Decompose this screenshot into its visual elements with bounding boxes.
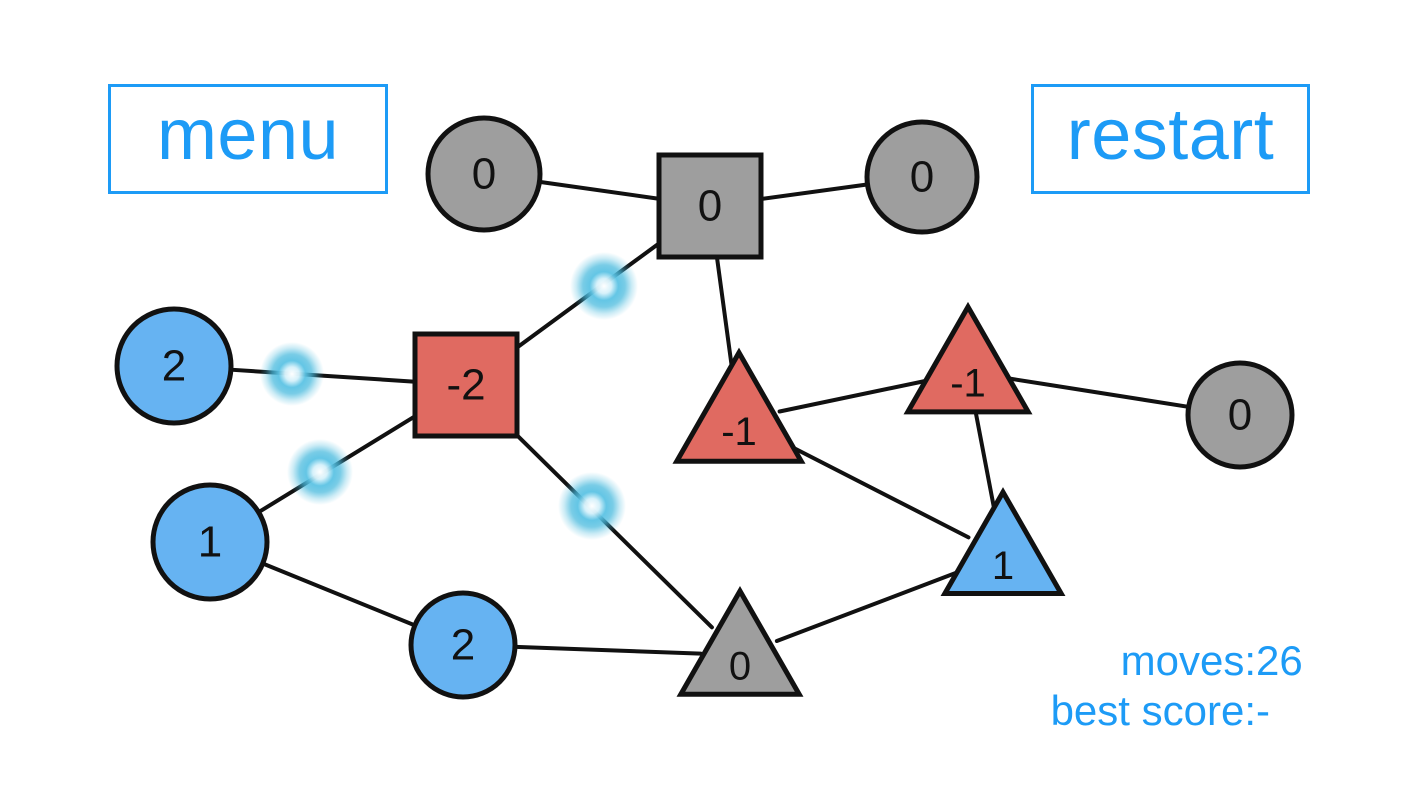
moves-row: moves: 26 (1051, 636, 1326, 686)
restart-button-label: restart (1066, 95, 1275, 175)
graph-edge (531, 179, 665, 202)
graph-node[interactable]: 2 (408, 590, 518, 700)
node-value-label: -1 (721, 410, 757, 454)
graph-edge (1005, 376, 1197, 410)
best-score-row: best score: - (1051, 686, 1326, 736)
node-value-label: 1 (198, 518, 222, 567)
node-value-label: -1 (950, 362, 986, 406)
graph-node[interactable]: 0 (656, 152, 764, 260)
orb-glow (558, 472, 626, 540)
graph-node[interactable]: 1 (940, 487, 1066, 597)
node-value-label: 0 (1228, 391, 1252, 440)
moves-value: 26 (1256, 637, 1303, 684)
edge-orb-icon (260, 342, 324, 406)
orb-glow (260, 342, 324, 406)
orb-layer (260, 252, 638, 540)
graph-edge (777, 378, 931, 414)
edge-orb-icon (287, 439, 353, 505)
best-score-label: best score: (1050, 686, 1256, 734)
graph-edge (774, 566, 969, 643)
menu-button[interactable]: menu (108, 84, 388, 194)
node-value-label: 2 (162, 342, 186, 391)
graph-edge (506, 644, 703, 656)
graph-node[interactable]: -2 (412, 331, 520, 439)
orb-glow (570, 252, 638, 320)
node-shape-square[interactable] (656, 152, 764, 260)
graph-node[interactable]: -1 (672, 347, 806, 464)
graph-edge (714, 251, 736, 381)
node-shape-circle[interactable] (1185, 360, 1295, 470)
graph-node[interactable]: 2 (114, 306, 234, 426)
node-value-label: 0 (698, 182, 722, 231)
graph-node[interactable]: -1 (903, 301, 1033, 415)
node-shape-triangle[interactable] (676, 585, 804, 697)
node-value-label: 1 (992, 544, 1014, 588)
node-value-label: 0 (729, 644, 751, 688)
node-shape-square[interactable] (412, 331, 520, 439)
edge-orb-icon (558, 472, 626, 540)
node-layer[interactable]: 0 0 0 2 -2 -1 -1 0 1 1 2 0 (114, 115, 1295, 700)
graph-edge (255, 559, 423, 630)
graph-node[interactable]: 0 (864, 119, 980, 235)
graph-edge (973, 409, 998, 519)
graph-node[interactable]: 0 (676, 585, 804, 697)
node-shape-triangle[interactable] (672, 347, 806, 464)
graph-node[interactable]: 0 (425, 115, 543, 233)
moves-label: moves: (1120, 637, 1256, 684)
score-panel: moves: 26 best score: - (1051, 636, 1326, 735)
node-value-label: 0 (910, 153, 934, 202)
graph-node[interactable]: 0 (1185, 360, 1295, 470)
graph-edge (773, 436, 971, 540)
node-shape-circle[interactable] (150, 482, 270, 602)
menu-button-label: menu (156, 95, 340, 175)
node-value-label: -2 (446, 361, 485, 410)
graph-edge (755, 181, 876, 202)
node-shape-circle[interactable] (408, 590, 518, 700)
node-shape-circle[interactable] (864, 119, 980, 235)
node-shape-circle[interactable] (425, 115, 543, 233)
restart-button[interactable]: restart (1031, 84, 1310, 194)
graph-node[interactable]: 1 (150, 482, 270, 602)
node-shape-triangle[interactable] (940, 487, 1066, 597)
node-shape-triangle[interactable] (903, 301, 1033, 415)
node-value-label: 2 (451, 621, 475, 670)
node-shape-circle[interactable] (114, 306, 234, 426)
orb-glow (287, 439, 353, 505)
edge-orb-icon (570, 252, 638, 320)
node-value-label: 0 (472, 150, 496, 199)
best-score-value: - (1256, 686, 1270, 734)
